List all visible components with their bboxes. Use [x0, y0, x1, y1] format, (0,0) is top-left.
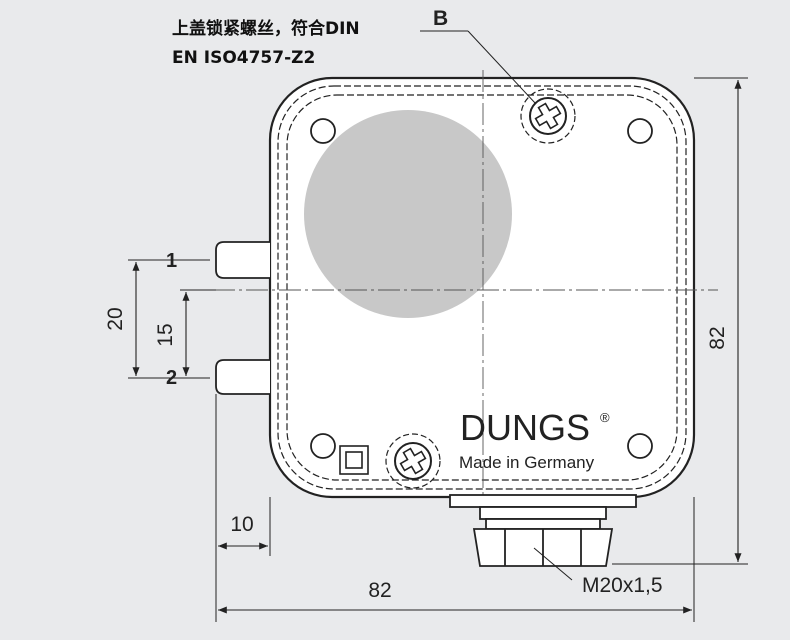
extension-lines	[128, 77, 748, 622]
dim-width: 82	[368, 579, 391, 602]
dungs-logo: DUNGS ®	[460, 407, 610, 448]
cover-screw-bottom	[385, 433, 441, 489]
dimension-lines	[132, 80, 742, 614]
port-1-label: 1	[166, 250, 177, 272]
brand-registered-mark: ®	[600, 410, 610, 425]
dim-port-spacing: 20	[104, 307, 127, 330]
sight-window	[304, 110, 512, 318]
dim-port-offset: 15	[154, 323, 177, 346]
dim-port-length: 10	[230, 513, 253, 536]
made-in-germany: Made in Germany	[459, 453, 595, 472]
pressure-ports	[215, 241, 270, 395]
callout-line-2: EN ISO4757-Z2	[172, 48, 316, 68]
cover-screw-b	[520, 88, 576, 144]
thread-label: M20x1,5	[582, 574, 663, 597]
marker-b: B	[433, 7, 448, 30]
center-lines	[180, 70, 718, 500]
dim-height: 82	[706, 326, 729, 349]
square-mark	[339, 445, 369, 475]
port-2-label: 2	[166, 367, 177, 389]
brand-name: DUNGS	[460, 407, 590, 448]
corner-holes	[310, 118, 653, 459]
leader-lines	[420, 30, 573, 581]
cable-gland	[449, 494, 637, 567]
callout-line-1: 上盖锁紧螺丝，符合DIN	[172, 19, 360, 39]
